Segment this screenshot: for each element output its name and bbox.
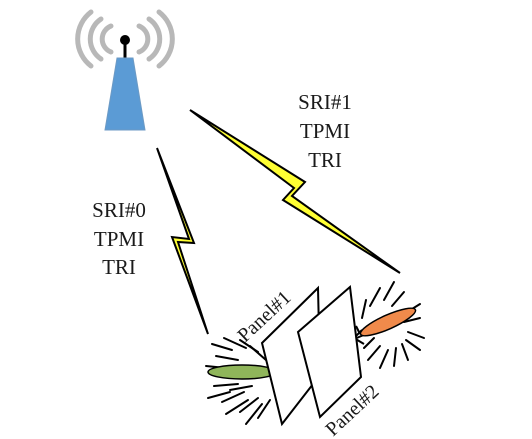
link-0-line-3: TRI	[102, 255, 136, 279]
lightning-bolt-icon	[189, 109, 401, 274]
link-0-lightning	[156, 147, 209, 335]
base-station	[75, 9, 175, 131]
beam-pattern-right	[351, 281, 425, 369]
beam-main-lobe-green	[207, 364, 277, 380]
link-0-line-1: SRI#0	[92, 198, 146, 222]
beam-sidelobes-left	[205, 337, 271, 425]
beam-main-lobe-orange	[359, 307, 417, 337]
link-1-lightning	[189, 109, 401, 274]
link-0-line-2: TPMI	[94, 227, 144, 251]
link-1-line-3: TRI	[308, 148, 342, 172]
link-1-line-2: TPMI	[300, 119, 350, 143]
link-0-label: SRI#0 TPMI TRI	[92, 198, 146, 279]
link-1-label: SRI#1 TPMI TRI	[298, 90, 352, 172]
radio-waves-icon	[75, 9, 175, 69]
lightning-bolt-icon	[156, 147, 209, 335]
link-1-line-1: SRI#1	[298, 90, 352, 114]
antenna-tower-icon	[104, 35, 146, 131]
